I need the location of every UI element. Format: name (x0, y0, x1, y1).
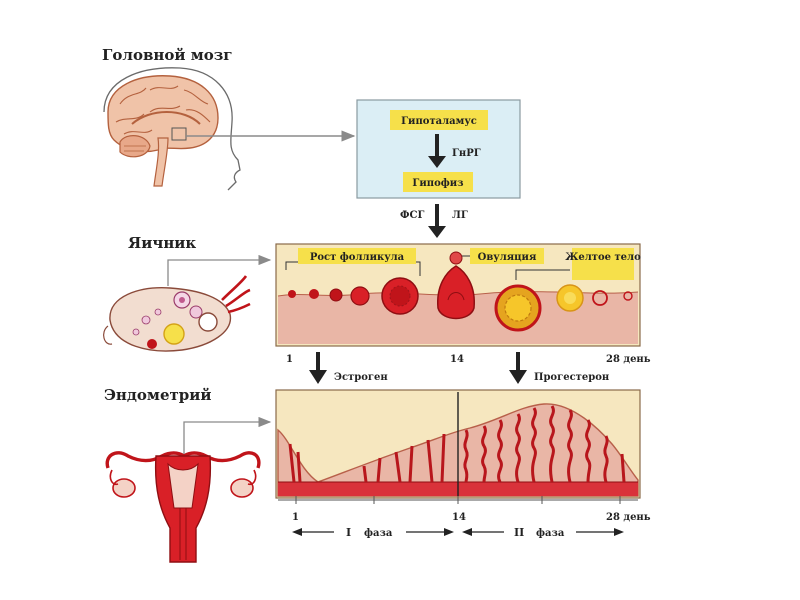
follicle-growth-label: Рост фолликула (310, 252, 405, 263)
phase-two-number: II (514, 526, 524, 539)
ovary-day-28: 28 день (606, 354, 651, 365)
phase-two-range (462, 528, 624, 536)
phase-one-number: I (346, 526, 351, 539)
endometrium-pointer (183, 416, 272, 454)
endometrium-day-14: 14 (452, 512, 466, 523)
uterus-illustration (105, 451, 261, 563)
endometrium-day-28: 28 день (606, 512, 651, 523)
phase-one-word: фаза (364, 528, 393, 539)
endometrium-day-1: 1 (292, 512, 299, 523)
progesterone-arrow (509, 370, 527, 384)
ovulation-label-bg (470, 248, 544, 264)
endometrium-label: Эндометрий (104, 386, 212, 404)
pituitary-label-bg (403, 172, 473, 192)
fsh-label: ФСГ (400, 210, 424, 221)
ovary-illustration (103, 275, 251, 352)
follicle-growth-label-bg (298, 248, 416, 264)
corpus-luteum-label: Желтое тело (565, 252, 641, 263)
hypothalamus-label-bg (390, 110, 488, 130)
ovary-pointer (167, 254, 272, 286)
hypothalamus-label: Гипоталамус (401, 116, 477, 127)
ovarian-cycle-panel: Рост фолликула Овуляция Желтое тело (275, 243, 641, 347)
ovulation-label: Овуляция (478, 252, 537, 263)
gnrh-label: ГнРГ (452, 148, 481, 159)
hypothalamus-pituitary-box: Гипоталамус ГнРГ Гипофиз (356, 99, 521, 199)
gnrh-arrow (428, 156, 446, 168)
lh-label: ЛГ (452, 210, 468, 221)
endometrium-axis (278, 496, 638, 504)
estrogen-label: Эстроген (334, 372, 388, 383)
progesterone-label: Прогестерон (534, 372, 609, 383)
ovary-day-14: 14 (450, 354, 464, 365)
brain-label: Головной мозг (102, 46, 233, 64)
corpus-luteum-label-bg (572, 248, 634, 280)
brain-illustration (103, 67, 241, 191)
phase-two-word: фаза (536, 528, 565, 539)
endometrial-cycle-panel (275, 389, 641, 499)
phase-one-range (292, 528, 454, 536)
fsh-lh-arrow (428, 226, 446, 238)
estrogen-arrow (309, 370, 327, 384)
ovary-label: Яичник (128, 234, 196, 252)
pituitary-label: Гипофиз (412, 178, 463, 189)
ovary-day-1: 1 (286, 354, 293, 365)
